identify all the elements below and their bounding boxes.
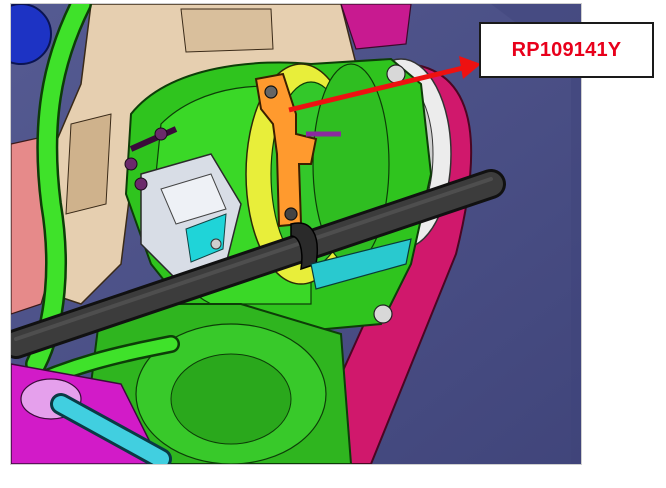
cad-viewport: [10, 3, 582, 465]
callout-arrow: [288, 65, 464, 113]
orange-bracket-part: [254, 72, 318, 228]
part-number-label: RP109141Y: [511, 38, 622, 61]
engine-assembly-render: [11, 4, 581, 464]
callout-arrowhead: [459, 56, 481, 79]
part-number-callout: RP109141Y: [479, 22, 654, 78]
